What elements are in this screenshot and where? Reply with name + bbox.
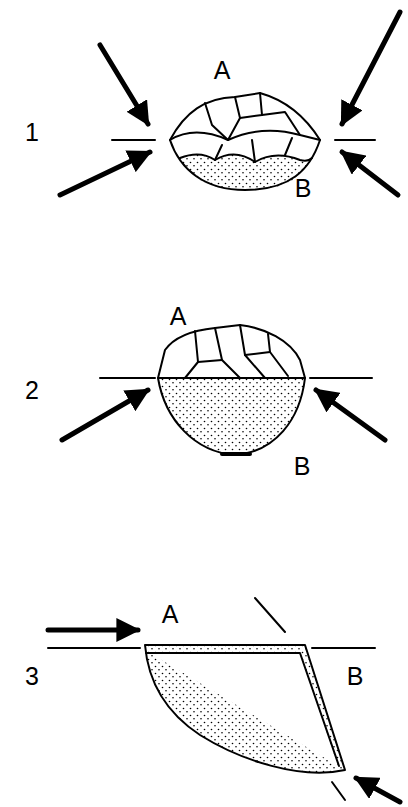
face-label: B [294,454,311,479]
face-label: A [214,58,231,83]
figure-number: 2 [25,378,39,403]
flake-profile [145,645,345,773]
arrows-3 [48,630,400,802]
face-label: A [170,304,187,329]
arrows-2 [62,390,385,440]
platform-lines-3 [48,598,375,800]
face-label: A [162,602,179,627]
figure-number: 3 [25,664,39,689]
plano-convex-piece [158,325,305,455]
figure-number: 1 [25,120,39,145]
platform-lines-2 [100,377,372,379]
face-label: B [295,176,312,201]
platform-lines-1 [112,139,375,141]
arrows-1 [60,12,400,195]
face-label: B [347,664,364,689]
